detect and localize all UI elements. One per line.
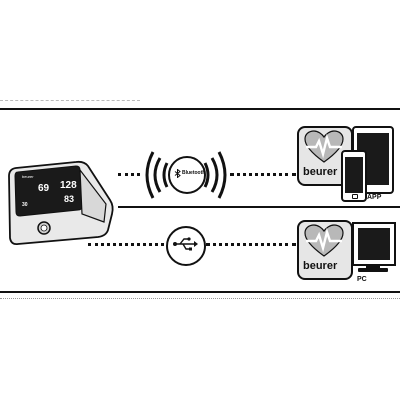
wired-connector-right [206, 243, 296, 246]
device-reading-systolic: 128 [60, 180, 77, 191]
monitor-base [358, 268, 388, 272]
heart-pulse-icon [304, 130, 344, 163]
device-reading-pulse: 69 [38, 183, 50, 194]
beurer-pc-brand: beurer [303, 260, 338, 272]
bluetooth-label: Bluetooth [182, 170, 206, 176]
bottom-divider [0, 291, 400, 293]
heart-pulse-icon [304, 224, 344, 257]
top-faint-marks [0, 100, 140, 101]
wireless-connector-left [118, 173, 140, 176]
app-label: APP [367, 194, 382, 201]
bottom-faint-marks [0, 298, 400, 299]
device-reading-diastolic: 83 [64, 194, 75, 204]
monitor-stand [366, 264, 380, 269]
wired-connector-left [88, 243, 164, 246]
pc-label: PC [357, 276, 367, 283]
wireless-connector-right [230, 173, 296, 176]
device-reading-memory: 30 [22, 202, 28, 208]
beurer-app-brand: beurer [303, 166, 338, 178]
usb-icon [173, 237, 198, 251]
blood-pressure-monitor [8, 160, 114, 246]
monitor-icon [352, 222, 396, 266]
bluetooth-circle [168, 156, 206, 194]
wireless-signal-icon [145, 151, 227, 199]
smartphone-icon [341, 150, 367, 202]
usb-circle [166, 226, 206, 266]
device-brand-text: beurer [22, 174, 34, 179]
bluetooth-icon [174, 169, 181, 178]
row-divider [118, 206, 400, 208]
top-divider [0, 108, 400, 110]
